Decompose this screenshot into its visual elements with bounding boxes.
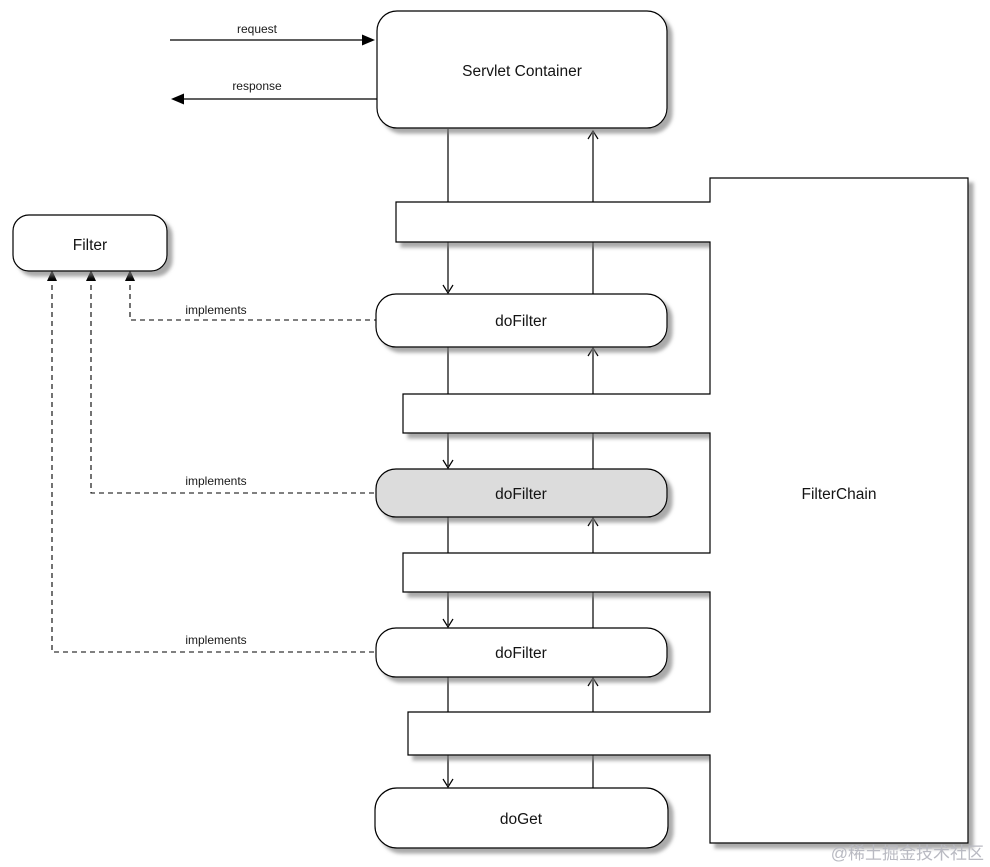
- dofilter-3-box: [375, 627, 668, 678]
- implements-arrowhead-2: [86, 270, 96, 281]
- down-arrowhead-3: [442, 618, 454, 629]
- implements-connector-2: [90, 276, 376, 494]
- dofilter-1-label: doFilter: [495, 313, 547, 330]
- filter-interface-box: [12, 214, 168, 272]
- implements-connector-3: [51, 276, 376, 653]
- diagram-labels: Servlet Container Filter doFilter doFilt…: [73, 22, 877, 828]
- up-arrowhead-1: [587, 129, 599, 140]
- down-arrowhead-2: [442, 459, 454, 470]
- dofilter-3-label: doFilter: [495, 645, 547, 662]
- request-label: request: [237, 22, 278, 36]
- down-arrowhead-4: [442, 778, 454, 789]
- request-arrowhead-icon: [362, 34, 375, 46]
- up-arrowhead-3: [587, 516, 599, 527]
- implements-connectors: [47, 270, 376, 653]
- implements-arrowhead-1: [125, 270, 135, 281]
- filterchain-box: [395, 177, 969, 844]
- down-arrowhead-1: [442, 284, 454, 295]
- up-arrowhead-2: [587, 346, 599, 357]
- flow-arrowheads: [442, 129, 599, 789]
- response-arrowhead-icon: [171, 93, 184, 105]
- servlet-container-box: [376, 10, 668, 129]
- watermark: @稀土掘金技术社区: [831, 844, 984, 863]
- filter-interface-label: Filter: [73, 237, 107, 254]
- doget-box: [374, 787, 669, 849]
- implements-label-1: implements: [185, 303, 246, 317]
- up-arrowhead-4: [587, 676, 599, 687]
- implements-arrowhead-3: [47, 270, 57, 281]
- implements-label-2: implements: [185, 474, 246, 488]
- response-label: response: [232, 79, 282, 93]
- dofilter-1-box: [375, 293, 668, 348]
- request-response-arrows: [170, 34, 377, 105]
- implements-connector-1: [129, 276, 376, 321]
- dofilter-2-box: [375, 468, 668, 518]
- diagram-nodes: [12, 10, 669, 849]
- doget-label: doGet: [500, 811, 543, 828]
- filterchain-label: FilterChain: [802, 486, 877, 503]
- servlet-container-label: Servlet Container: [462, 63, 582, 80]
- dofilter-2-label: doFilter: [495, 486, 547, 503]
- implements-label-3: implements: [185, 633, 246, 647]
